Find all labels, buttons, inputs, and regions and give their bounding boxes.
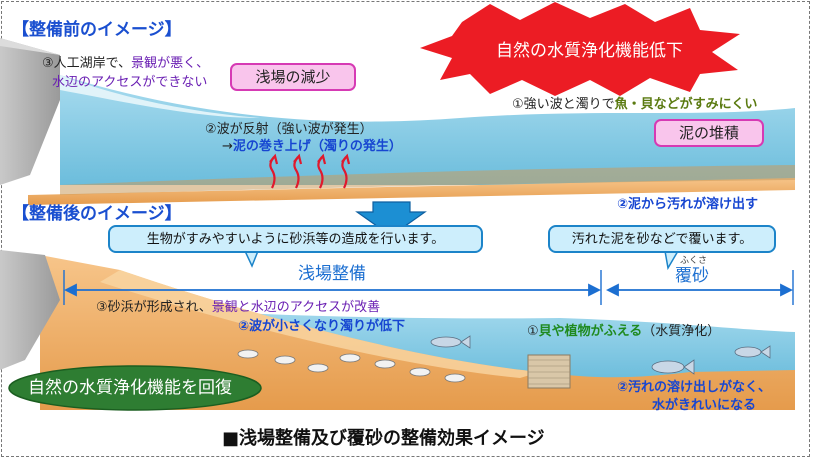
after-scene	[0, 250, 795, 411]
before-scene	[0, 2, 795, 205]
degradation-banner: 自然の水質浄化機能低下	[496, 41, 683, 61]
shoal-work-bubble: 生物がすみやすいように砂浜等の造成を行います。	[108, 225, 483, 253]
seawall-after	[0, 250, 60, 370]
before-note-2-line2: →泥の巻き上げ（濁りの発生）	[222, 139, 402, 154]
span-arrow-shoal	[63, 270, 602, 305]
figure-caption: ■浅場整備及び覆砂の整備効果イメージ	[222, 428, 545, 449]
after-note-1: ①貝や植物がふえる（水質浄化）	[527, 324, 721, 339]
before-note-3-line1: ③人工湖岸で、景観が悪く、	[42, 56, 210, 71]
sand-cover-bubble: 汚れた泥を砂などで覆います。	[548, 225, 776, 253]
fish-icon	[430, 335, 471, 349]
shoal-decrease-box: 浅場の減少	[230, 63, 356, 91]
before-note-1: ①強い波と濁りで魚・貝などがすみにくい	[512, 97, 758, 112]
span-arrow-cover	[605, 270, 794, 305]
after-heading: 【整備後のイメージ】	[12, 204, 182, 224]
shoal-work-label: 浅場整備	[298, 264, 366, 284]
wave-arrows	[269, 153, 351, 189]
recovery-ellipse	[8, 365, 262, 411]
down-arrow-icon	[355, 201, 427, 237]
starburst-shape	[420, 2, 740, 96]
after-note-3: ③砂浜が形成され、景観と水辺のアクセスが改善	[96, 300, 381, 315]
after-leak-note-line1: ②汚れの溶け出しがなく、	[617, 380, 772, 395]
seawall	[0, 38, 60, 185]
fish-icon	[651, 359, 695, 375]
sand-cover-label: 覆砂	[675, 266, 709, 286]
before-note-2-line1: ②波が反射（強い波が発生）	[205, 122, 373, 137]
after-note-2: ②波が小さくなり濁りが低下	[238, 319, 406, 334]
fish-icon	[734, 345, 771, 359]
shell-icons	[237, 349, 466, 383]
after-leak-note-line2: 水がきれいになる	[652, 398, 757, 413]
recovery-label: 自然の水質浄化機能を回復	[28, 378, 232, 398]
mud-deposit-box: 泥の堆積	[654, 119, 764, 147]
before-note-3-line2: 水辺のアクセスができない	[52, 75, 208, 90]
before-heading: 【整備前のイメージ】	[12, 20, 182, 40]
gravel-box	[527, 354, 571, 389]
furigana: ふくさ	[680, 256, 708, 266]
mud-leak-note: ②泥から汚れが溶け出す	[617, 197, 759, 212]
